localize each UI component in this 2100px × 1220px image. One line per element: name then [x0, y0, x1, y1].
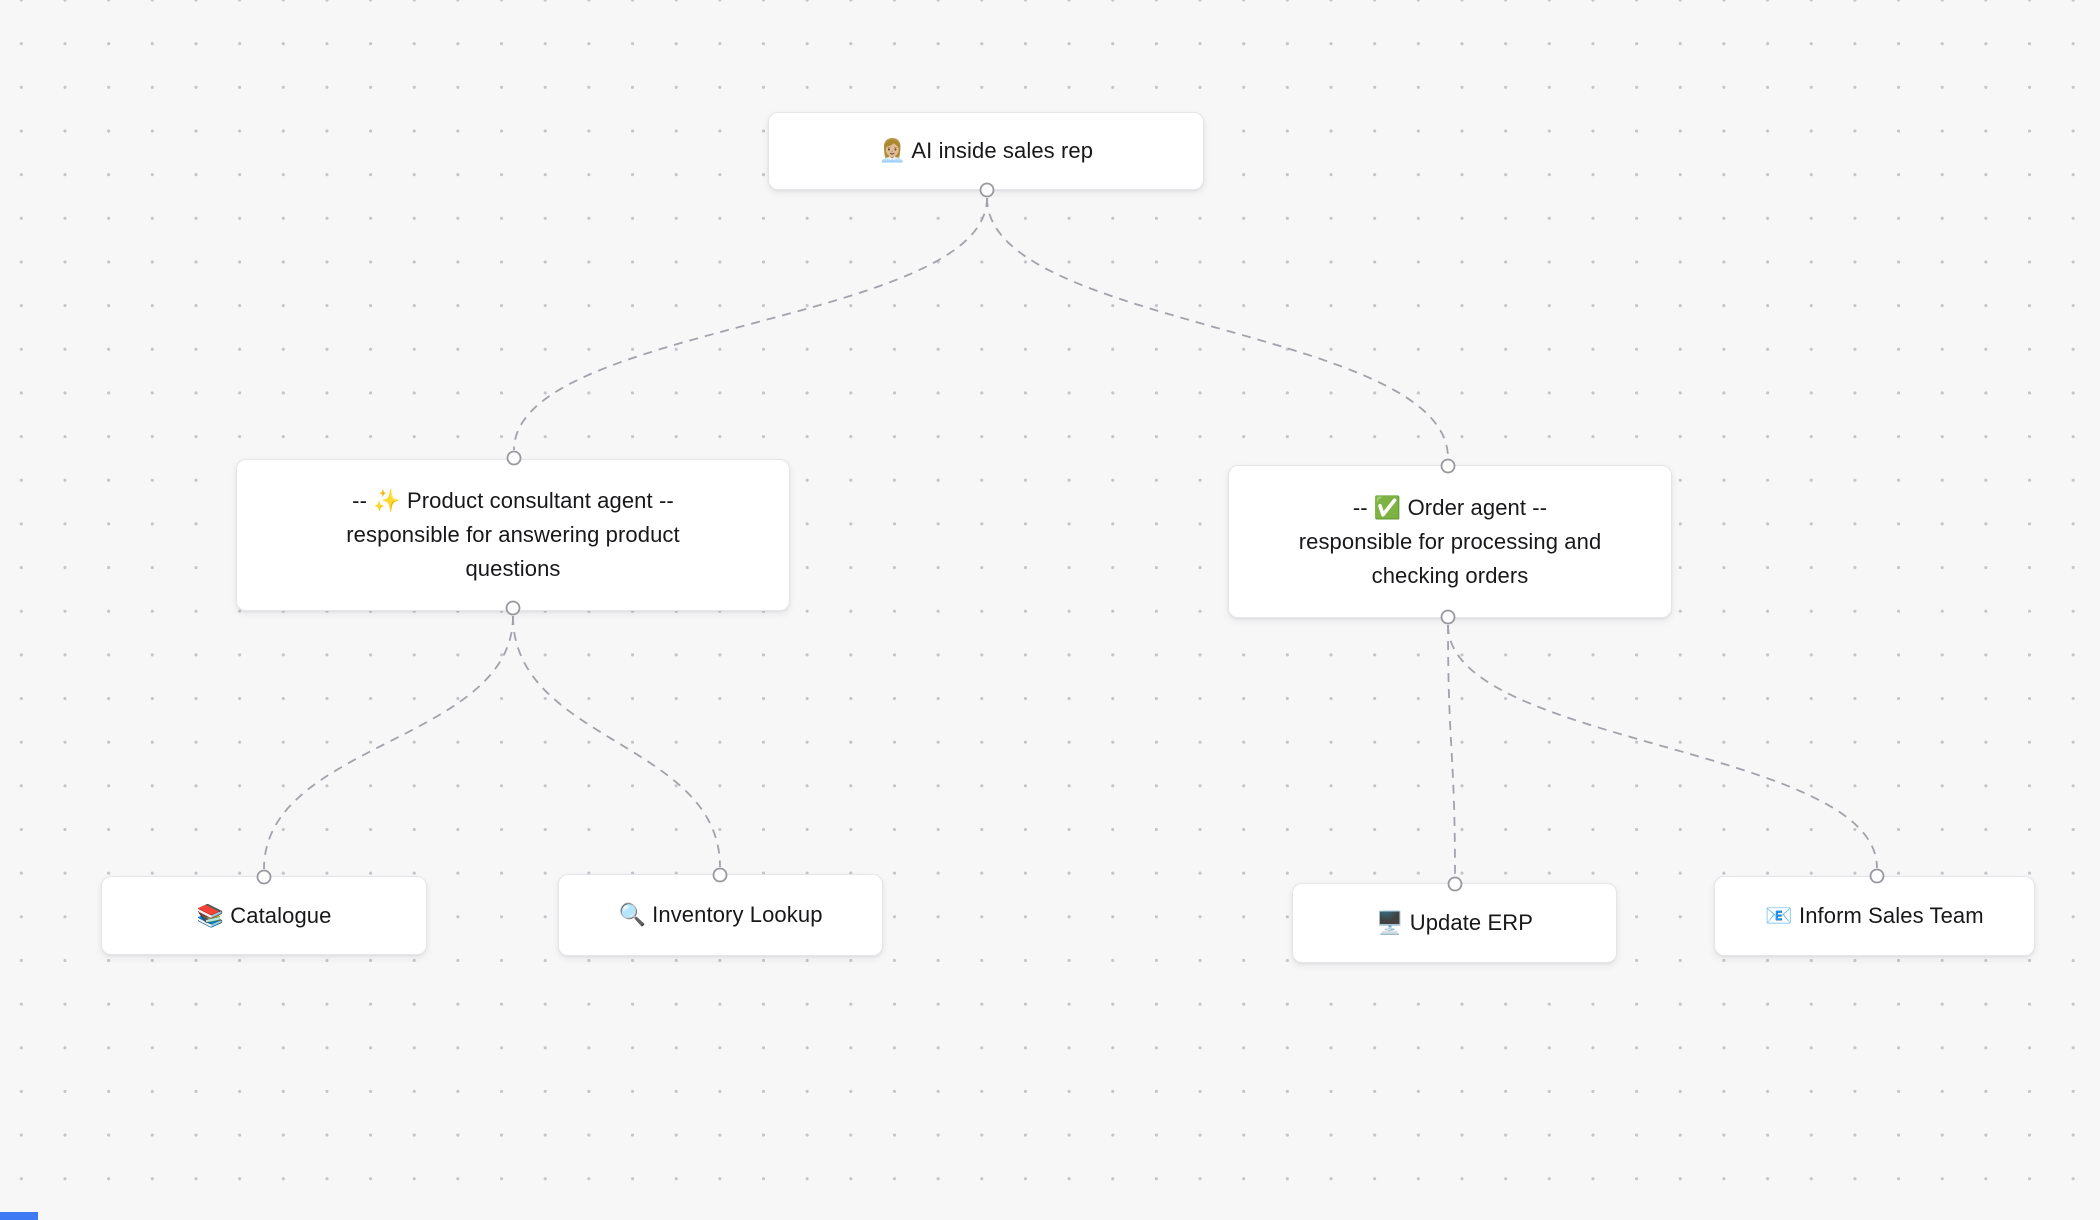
node-product-consultant-agent-label: -- ✨ Product consultant agent -- respons… [346, 488, 680, 581]
edge-root-to-order-agent[interactable] [986, 197, 1449, 459]
node-catalogue[interactable]: 📚 Catalogue [101, 876, 427, 955]
node-inform-sales-team[interactable]: 📧 Inform Sales Team [1714, 876, 2035, 956]
handle-update-erp-target[interactable] [1447, 876, 1463, 892]
handle-catalogue-target[interactable] [256, 869, 272, 885]
handle-root-source[interactable] [979, 182, 995, 198]
edge-root-to-product-consultant[interactable] [513, 197, 988, 451]
node-ai-inside-sales-rep-label: 👩🏼‍💼 AI inside sales rep [878, 138, 1094, 163]
handle-inform-target[interactable] [1869, 868, 1885, 884]
edge-product-to-catalogue[interactable] [263, 615, 514, 870]
edge-order-to-update-erp[interactable] [1447, 624, 1456, 877]
node-ai-inside-sales-rep[interactable]: 👩🏼‍💼 AI inside sales rep [768, 112, 1204, 190]
node-catalogue-label: 📚 Catalogue [196, 902, 332, 928]
edge-product-to-inventory-lookup[interactable] [512, 615, 721, 868]
node-order-agent[interactable]: -- ✅ Order agent -- responsible for proc… [1228, 465, 1672, 618]
bottom-left-accent [0, 1212, 38, 1220]
node-inventory-lookup[interactable]: 🔍 Inventory Lookup [558, 874, 883, 956]
edge-order-to-inform-sales-team[interactable] [1447, 624, 1878, 869]
node-update-erp-label: 🖥️ Update ERP [1376, 910, 1533, 935]
handle-product-source[interactable] [505, 600, 521, 616]
handle-order-target[interactable] [1440, 458, 1456, 474]
node-inventory-lookup-label: 🔍 Inventory Lookup [618, 902, 823, 927]
node-update-erp[interactable]: 🖥️ Update ERP [1292, 883, 1617, 963]
handle-product-target[interactable] [506, 450, 522, 466]
handle-order-source[interactable] [1440, 609, 1456, 625]
node-product-consultant-agent[interactable]: -- ✨ Product consultant agent -- respons… [236, 459, 790, 611]
node-inform-sales-team-label: 📧 Inform Sales Team [1765, 903, 1984, 928]
handle-inventory-target[interactable] [712, 867, 728, 883]
node-order-agent-label: -- ✅ Order agent -- responsible for proc… [1298, 494, 1602, 588]
